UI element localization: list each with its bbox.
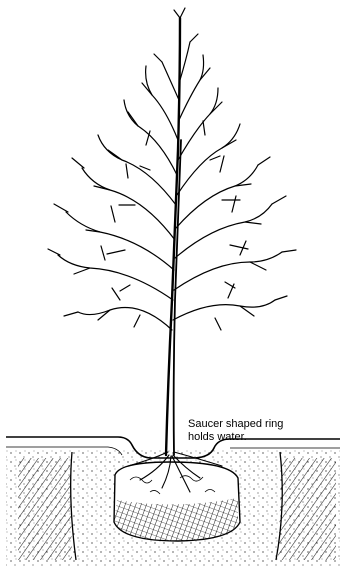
saucer-annotation: Saucer shaped ring holds water. (188, 418, 283, 444)
annotation-line-2: holds water. (188, 431, 283, 444)
annotation-line-1: Saucer shaped ring (188, 418, 283, 431)
tree-trunk (166, 18, 181, 455)
root-ball (114, 462, 240, 541)
